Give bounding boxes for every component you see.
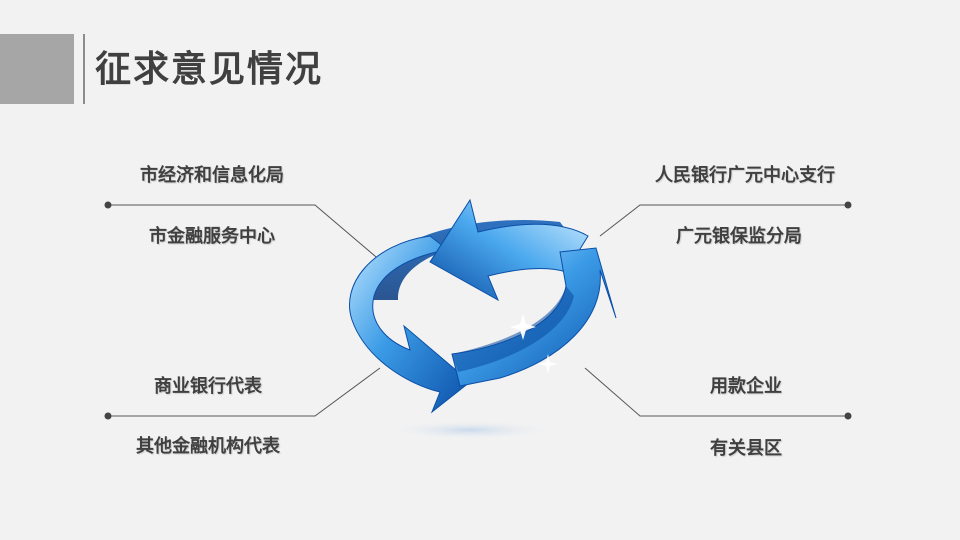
label-left-bottom-1: 商业银行代表 [154, 376, 262, 397]
page-title: 征求意见情况 [95, 49, 324, 90]
connector-left-bottom [108, 367, 381, 417]
connector-dot-right-top [844, 201, 852, 209]
connector-dot-left-bottom [104, 412, 112, 420]
connector-dot-left-top [104, 201, 112, 209]
connector-dot-right-bottom [844, 412, 852, 420]
title-accent-block [0, 34, 74, 104]
cycle-arrows-icon [349, 198, 617, 440]
label-right-top-2: 广元银保监分局 [676, 226, 802, 247]
connector-right-bottom [584, 367, 848, 417]
connector-lines [108, 204, 848, 417]
label-left-top-1: 市经济和信息化局 [140, 165, 284, 186]
title-divider [83, 34, 85, 104]
connector-right-top [599, 204, 848, 237]
connector-left-top [108, 204, 383, 263]
label-right-bottom-1: 用款企业 [710, 376, 782, 397]
label-right-top-1: 人民银行广元中心支行 [655, 165, 835, 186]
label-left-top-2: 市金融服务中心 [149, 226, 275, 247]
label-right-bottom-2: 有关县区 [710, 438, 782, 459]
label-left-bottom-2: 其他金融机构代表 [136, 436, 280, 457]
